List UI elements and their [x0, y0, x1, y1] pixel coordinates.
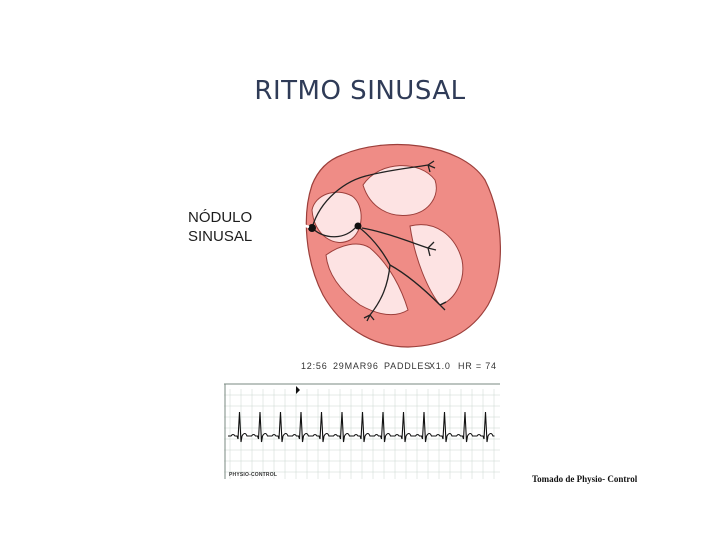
- ecg-gain: X1.0: [429, 361, 451, 371]
- sinus-node-label: NÓDULO SINUSAL: [188, 208, 252, 246]
- left-atrium: [362, 165, 437, 217]
- av-node: [354, 222, 362, 230]
- ecg-time: 12:56: [301, 361, 328, 371]
- sinus-node-pointer: [292, 220, 310, 229]
- right-ventricle: [325, 243, 409, 316]
- sinus-node-label-line2: SINUSAL: [188, 228, 253, 245]
- right-bundle-branch: [369, 264, 391, 316]
- bachmann-bundle: [311, 164, 429, 229]
- ecg-strip: [224, 383, 500, 479]
- left-bundle-branch: [389, 264, 441, 306]
- ecg-trace: [228, 411, 495, 443]
- sinus-node-label-line1: NÓDULO: [188, 209, 253, 226]
- internodal-pathway: [311, 225, 358, 238]
- conduction-system: [311, 160, 447, 322]
- strip-brand: PHYSIO-CONTROL: [229, 472, 278, 478]
- ecg-start-marker: [296, 386, 300, 394]
- ecg-lead: PADDLES: [384, 361, 431, 371]
- sinus-node: [308, 224, 316, 232]
- source-credit: Tomado de Physio- Control: [532, 474, 638, 484]
- purkinje-right: [363, 314, 375, 322]
- ecg-date: 29MAR96: [333, 361, 379, 371]
- left-anterior-fascicle: [361, 227, 429, 249]
- purkinje-top: [427, 160, 436, 173]
- slide-title: RITMO SINUSAL: [254, 76, 466, 106]
- purkinje-left: [427, 241, 447, 311]
- ecg-heart-rate: HR = 74: [458, 361, 497, 371]
- left-ventricle: [409, 224, 464, 306]
- heart-diagram: [292, 143, 501, 348]
